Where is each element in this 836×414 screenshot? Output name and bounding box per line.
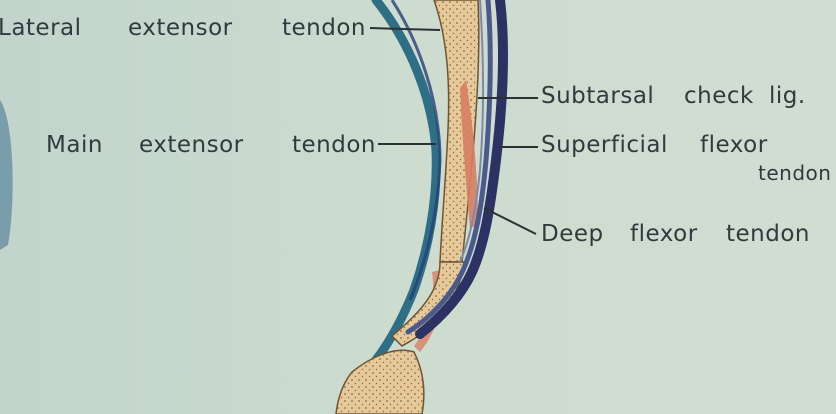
label-deep-flexor-tendon: Deep flexor tendon bbox=[541, 221, 810, 247]
label-superficial-flexor: Superficial flexor bbox=[541, 132, 768, 158]
label-lateral-extensor-tendon: Lateral extensor tendon bbox=[0, 15, 366, 41]
label-superficial-flexor-tendon-word: tendon bbox=[758, 161, 831, 185]
label-main-extensor-tendon: Main extensor tendon bbox=[46, 132, 376, 158]
